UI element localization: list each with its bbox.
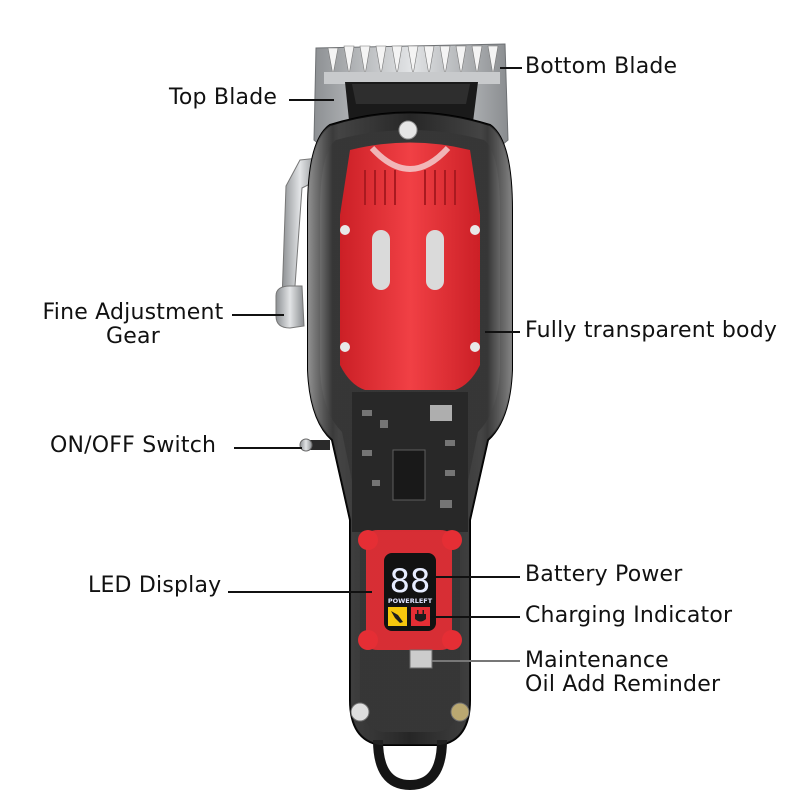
- label-transparent-body: Fully transparent body: [525, 318, 778, 343]
- label-fine-adjustment: Fine Adjustment Gear: [38, 301, 228, 349]
- label-led-display: LED Display: [88, 573, 222, 598]
- label-maintenance: Maintenance Oil Add Reminder: [525, 649, 720, 697]
- label-fine-adjustment-line1: Fine Adjustment: [42, 300, 224, 325]
- led-display-leader: [228, 591, 372, 593]
- on-off-leader: [234, 447, 302, 449]
- label-on-off-switch: ON/OFF Switch: [50, 433, 217, 458]
- label-maintenance-line2: Oil Add Reminder: [525, 672, 721, 697]
- label-top-blade: Top Blade: [169, 85, 278, 110]
- maintenance-leader: [432, 660, 520, 662]
- fine-adjustment-leader: [232, 314, 284, 316]
- label-maintenance-line1: Maintenance: [525, 648, 669, 673]
- charging-indicator-leader: [430, 616, 520, 618]
- hanging-loop: [373, 739, 447, 791]
- top-blade-leader: [289, 99, 334, 101]
- on-off-switch: [299, 438, 330, 452]
- transparent-body-leader: [485, 331, 520, 333]
- label-battery-power: Battery Power: [525, 562, 683, 587]
- label-bottom-blade: Bottom Blade: [525, 54, 678, 79]
- battery-power-leader: [435, 576, 520, 578]
- label-fine-adjustment-line2: Gear: [106, 324, 160, 349]
- label-charging-indicator: Charging Indicator: [525, 603, 733, 628]
- bottom-blade-leader: [500, 67, 522, 69]
